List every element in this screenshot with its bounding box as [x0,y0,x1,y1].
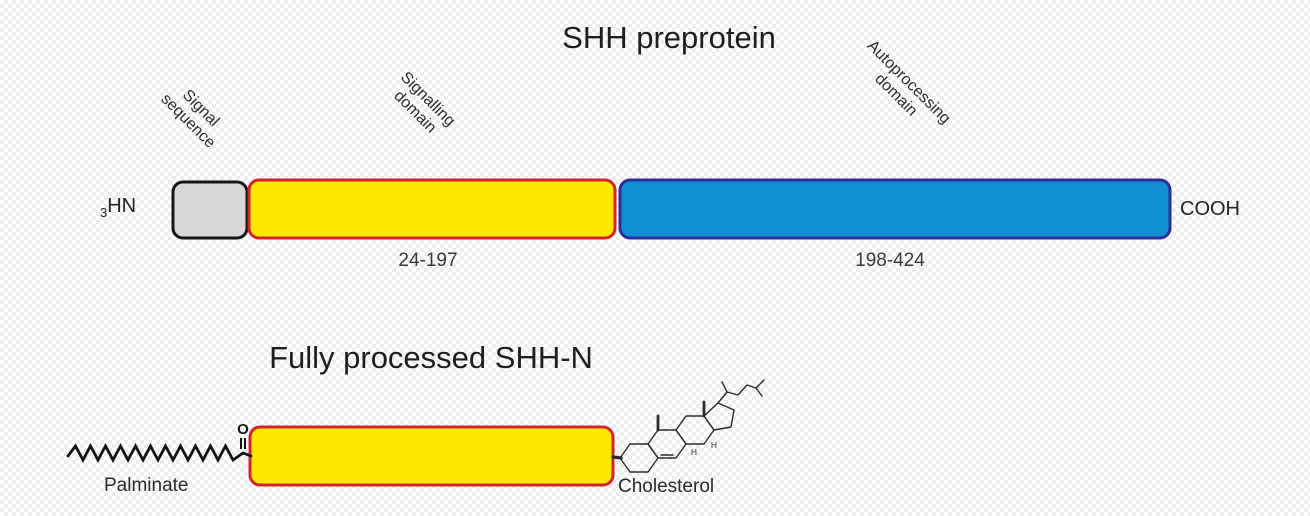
c-terminus-label: COOH [1180,198,1240,220]
signal-sequence-box [171,180,249,240]
cholesterol-structure [611,379,765,473]
palmitate-chain [66,443,253,463]
n-terminus-label: 3HN [100,195,136,220]
autoprocessing-domain-box [618,178,1172,240]
palmitate-label: Palminate [104,475,189,496]
shhn-domain-box [248,425,615,487]
signalling-residue-range: 24-197 [398,250,458,271]
cholesterol-label: Cholesterol [618,476,715,497]
signalling-domain-box [247,178,617,240]
carbonyl-oxygen-label: O [237,421,249,438]
autoprocessing-residue-range: 198-424 [855,250,925,271]
n-terminus-subscript: 3 [100,205,108,220]
n-terminus-text: HN [107,195,137,217]
processed-title: Fully processed SHH-N [269,340,593,375]
steroid-h-label: H [691,447,697,457]
steroid-h-label: H [711,440,717,450]
carbonyl-bond [240,438,246,449]
preprotein-title: SHH preprotein [562,20,776,55]
